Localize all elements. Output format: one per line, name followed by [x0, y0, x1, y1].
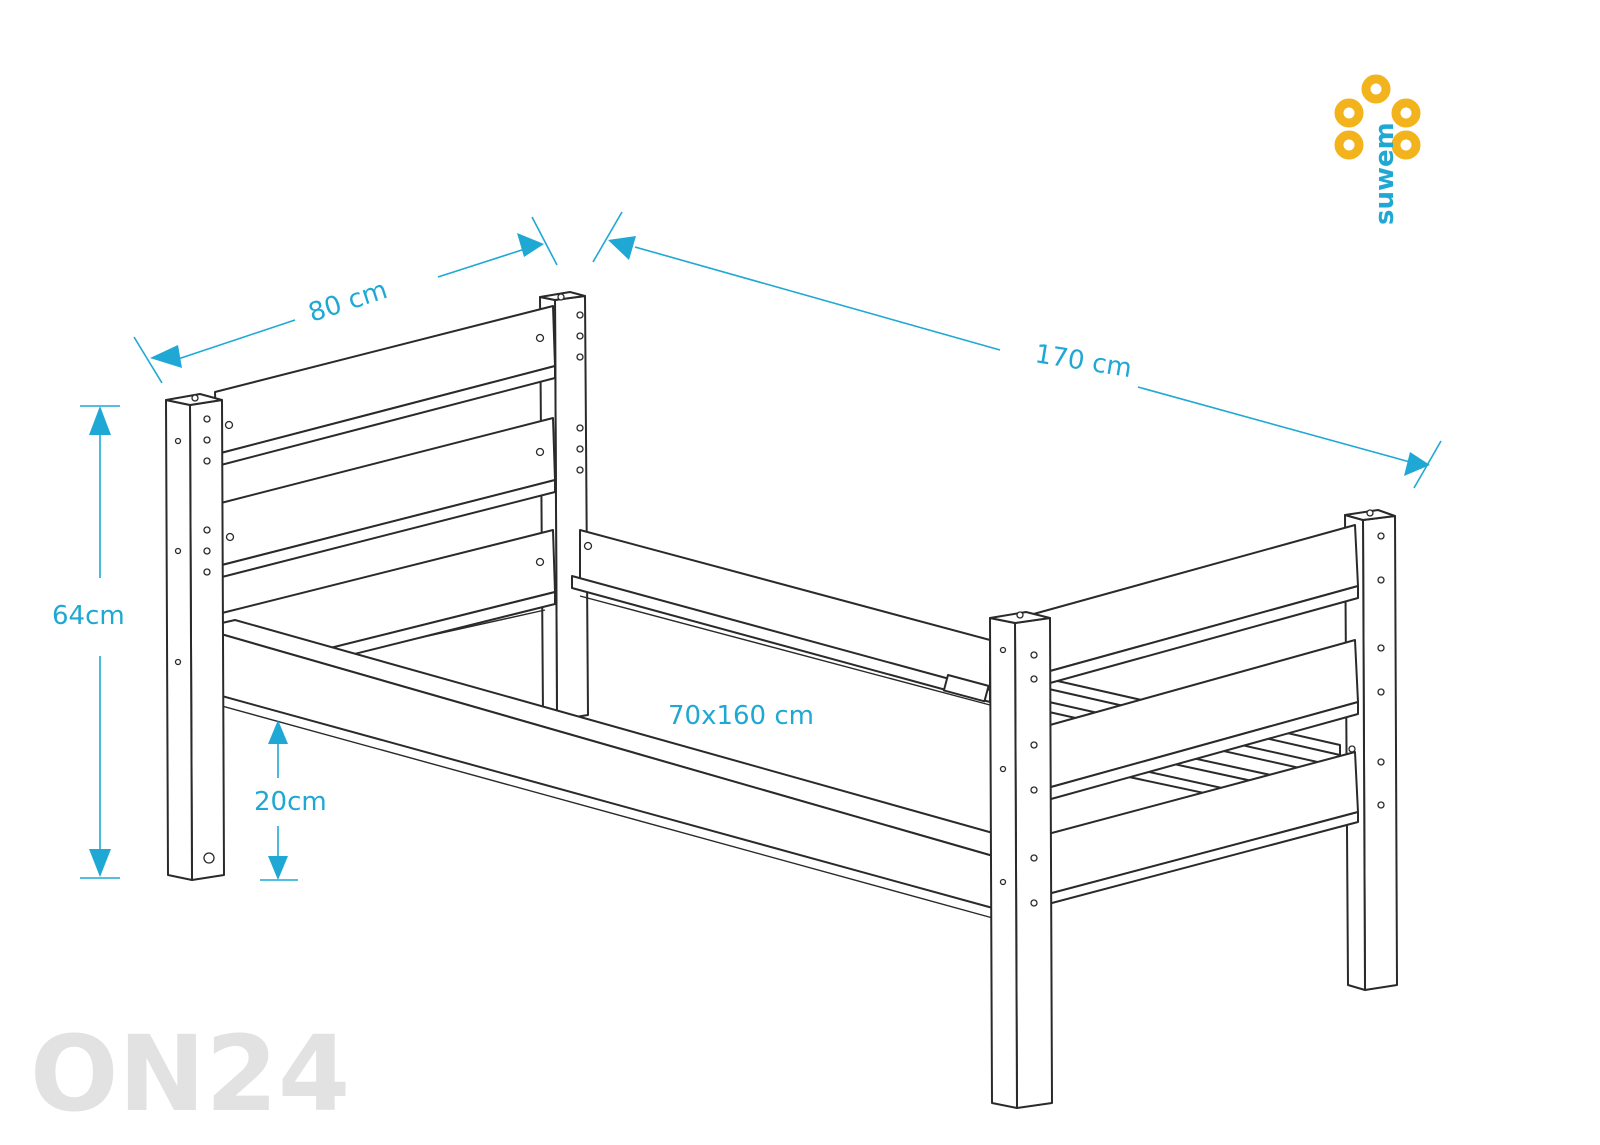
- arrowhead: [268, 720, 288, 744]
- dimension-length: 170 cm: [592, 211, 1442, 489]
- front-left-post: [165, 393, 225, 881]
- arrowhead: [608, 236, 636, 260]
- inner-side-rail: [571, 529, 991, 706]
- dimension-height: 64cm: [52, 405, 125, 879]
- suwem-logo: suwem: [1334, 74, 1421, 225]
- arrowhead: [517, 233, 544, 257]
- front-right-post: [989, 611, 1053, 1109]
- dimension-clearance: 20cm: [254, 720, 327, 881]
- arrowhead: [268, 856, 288, 880]
- arrowhead: [1404, 452, 1430, 476]
- mattress-size-label: 70x160 cm: [668, 701, 814, 731]
- length-label: 170 cm: [1033, 339, 1134, 384]
- post-holes: [174, 311, 1385, 907]
- arrowhead: [89, 849, 111, 877]
- brand-name: suwem: [1370, 122, 1400, 225]
- width-label: 80 cm: [305, 275, 391, 329]
- clearance-label: 20cm: [254, 787, 327, 817]
- arrowhead: [89, 406, 111, 435]
- footboard: [1029, 524, 1359, 909]
- height-label: 64cm: [52, 601, 125, 631]
- watermark: ON24: [30, 1013, 350, 1135]
- bed-frame: [165, 291, 1398, 1109]
- arrowhead: [150, 345, 182, 368]
